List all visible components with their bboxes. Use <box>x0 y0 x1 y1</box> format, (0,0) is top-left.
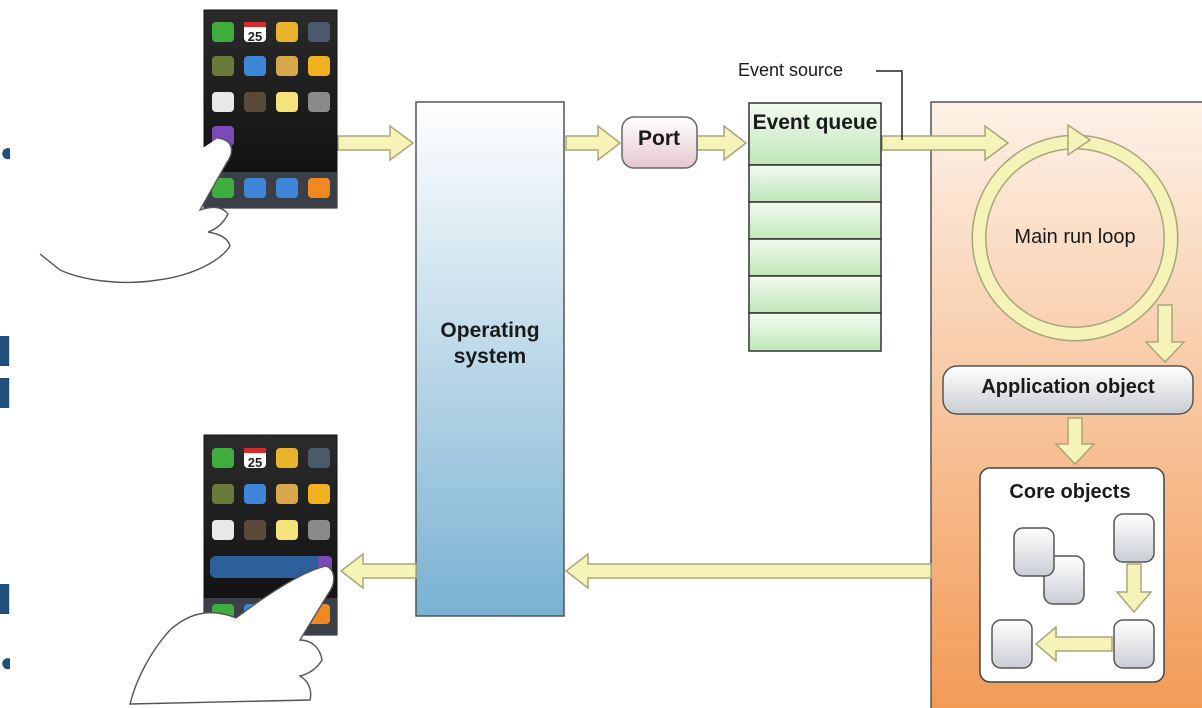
core-object-cluster <box>991 513 1155 669</box>
arrow-app-to-os <box>564 552 932 590</box>
event-source-leader <box>876 70 903 140</box>
calendar-day-bottom: 25 <box>248 455 262 470</box>
queue-slot <box>748 275 882 314</box>
phone-bottom <box>129 434 338 705</box>
hand-top <box>39 137 233 284</box>
operating-system-box <box>415 101 565 617</box>
operating-system-label: Operating system <box>440 319 540 368</box>
port-box <box>621 116 698 169</box>
main-run-loop-ring <box>971 123 1179 342</box>
margin-glyph: ▌ <box>0 378 10 407</box>
arrow-queue-to-app <box>881 124 1010 162</box>
phone-top <box>39 9 338 284</box>
arrow-port-to-queue <box>696 124 748 162</box>
queue-slot <box>748 201 882 240</box>
core-objects-label: Core objects <box>1009 481 1131 503</box>
arrow-loop-to-app-object <box>1144 304 1186 364</box>
arrow-phone-to-os <box>337 124 415 162</box>
event-queue <box>748 102 882 352</box>
arrow-os-to-phone <box>339 552 417 590</box>
queue-slot <box>748 164 882 203</box>
arrow-app-object-to-core <box>1054 417 1096 466</box>
margin-glyph: ● <box>0 138 10 167</box>
main-run-loop-label: Main run loop <box>1014 226 1136 248</box>
margin-glyph: ● <box>0 648 10 677</box>
event-queue-label: Event queue <box>752 111 878 134</box>
event-source-label: Event source <box>738 60 844 80</box>
application-object-box <box>942 365 1194 415</box>
margin-glyph: ▌ <box>0 584 10 613</box>
hand-bottom <box>129 565 335 705</box>
port-label: Port <box>638 127 680 150</box>
queue-slot <box>748 238 882 277</box>
application-object-label: Application object <box>981 376 1155 398</box>
margin-glyph: ▌ <box>0 336 10 365</box>
app-icon-grid <box>204 22 337 208</box>
queue-slot <box>748 312 882 352</box>
arrow-os-to-port <box>565 124 622 162</box>
calendar-day-top: 25 <box>248 29 262 44</box>
